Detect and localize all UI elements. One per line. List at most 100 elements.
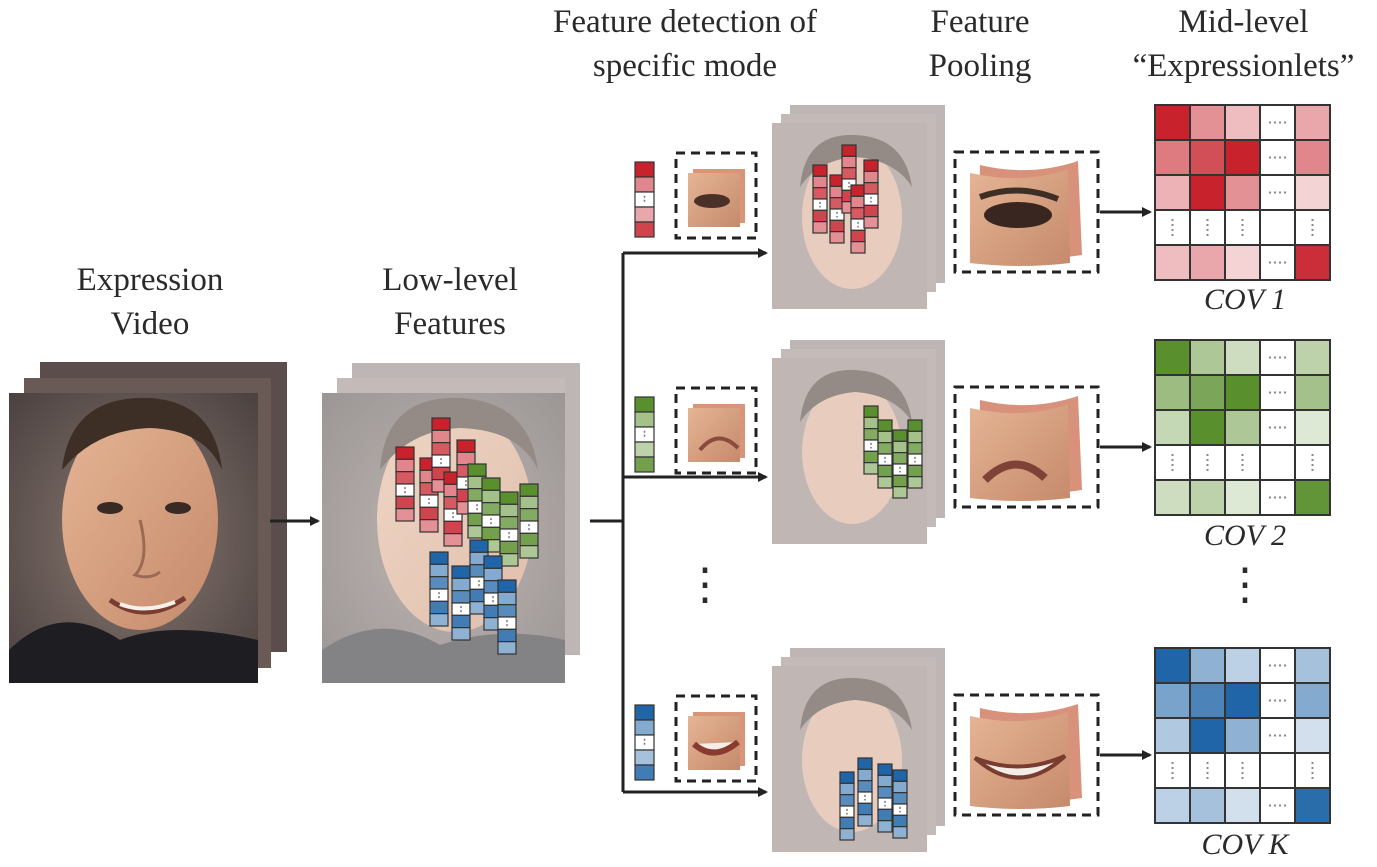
cov-cell [1189, 209, 1226, 246]
patch-nose-shape [698, 436, 740, 452]
cov-cell [1154, 752, 1191, 789]
feature-bar-cell [395, 495, 415, 510]
branch-descriptor-bar [634, 396, 655, 473]
feature-bar-cell [634, 176, 655, 193]
feature-bar-cell [863, 204, 879, 218]
low-level-feature-bar [395, 446, 415, 522]
feature-bar-cell [841, 144, 857, 157]
feature-bar-cell [850, 241, 866, 254]
detection-patch-box [674, 694, 758, 783]
feature-bar-cell [395, 508, 415, 522]
feature-bar-cell [634, 396, 655, 413]
feature-bar-cell [863, 193, 879, 206]
feature-bar-cell [877, 464, 893, 478]
face-hair [800, 677, 912, 730]
feature-bar-cell [857, 768, 873, 782]
cov-cell [1154, 339, 1191, 376]
feature-bar-cell [499, 491, 519, 505]
feature-bar-cell [483, 555, 503, 569]
cov-cell [1189, 787, 1226, 824]
cov-cell [1154, 444, 1191, 481]
feature-bar-cell [863, 439, 879, 452]
cov-cell [1294, 682, 1331, 719]
feature-bar-cell [850, 207, 866, 220]
cov-cell [1224, 244, 1261, 281]
feature-bar-cell [429, 551, 449, 565]
pooling-warp-front [970, 404, 1070, 501]
cov-cell [1294, 139, 1331, 176]
feature-bar-cell [419, 519, 439, 533]
detected-feature-bar [839, 771, 855, 841]
cov-cell [1259, 339, 1296, 376]
feature-bar-cell [863, 450, 879, 464]
feature-bar-cell [499, 528, 519, 542]
feature-bar-cell [519, 545, 539, 559]
cov-label-2: COV 2 [1204, 519, 1286, 552]
pooling-box [953, 385, 1100, 509]
cov-cell [1224, 787, 1261, 824]
feature-bar-cell [634, 456, 655, 473]
detected-feature-bar [850, 184, 866, 254]
feature-bar-cell [812, 198, 828, 211]
feature-bar-cell [634, 411, 655, 428]
detection-patch-nose [688, 404, 745, 462]
feature-bar-cell [907, 453, 923, 466]
detected-feature-bar [812, 164, 828, 234]
feature-bar-cell [907, 430, 923, 444]
cov-cell [1224, 479, 1261, 516]
feature-bar-cell [863, 216, 879, 229]
cov-cell [1189, 479, 1226, 516]
label-feature-detection: Feature detection of specific mode [520, 0, 850, 88]
feature-bar-cell [634, 749, 655, 766]
cov-cell [1294, 444, 1331, 481]
label-expression-video: Expression Video [40, 258, 260, 346]
detected-feature-bar [863, 405, 879, 475]
feature-bar-cell [481, 514, 501, 528]
feature-bar-cell [481, 526, 501, 541]
feature-bar-cell [634, 426, 655, 443]
feature-bar-cell [429, 613, 449, 627]
cov-matrix-2 [1154, 339, 1331, 516]
cov-cell [1189, 682, 1226, 719]
low-level-feature-bar [451, 565, 471, 641]
feature-bar-cell [634, 221, 655, 238]
label-expression-video-line1: Expression [76, 262, 224, 298]
label-mid-level-line2: “Expressionlets” [1132, 48, 1355, 84]
cov-cell [1224, 444, 1261, 481]
cov-cell [1189, 717, 1226, 754]
cov-cell [1189, 139, 1226, 176]
label-mid-level-line1: Mid-level [1178, 4, 1309, 40]
feature-bar-cell [812, 164, 828, 177]
feature-bar-cell [863, 428, 879, 441]
cov-cell [1294, 752, 1331, 789]
cov-cell [1259, 787, 1296, 824]
feature-bar-cell [451, 627, 471, 641]
feature-bar-cell [892, 474, 908, 488]
feature-bar-cell [892, 780, 908, 794]
feature-bar-cell [481, 502, 501, 516]
pooled-brow-shape [978, 187, 1060, 202]
cov-cell [1224, 647, 1261, 684]
cov-cell [1294, 787, 1331, 824]
feature-bar-cell [634, 191, 655, 208]
cov-matrix-3 [1154, 647, 1331, 824]
feature-bar-cell [857, 780, 873, 793]
cov-cell [1259, 409, 1296, 446]
feature-bar-cell [634, 441, 655, 458]
patch-skin [688, 408, 740, 462]
feature-bar-cell [451, 590, 471, 604]
feature-bar-cell [841, 167, 857, 180]
pooled-mouth-shape [973, 754, 1067, 780]
patch-eye-shape [694, 194, 730, 208]
feature-bar-cell [456, 439, 476, 453]
cov-cell [1294, 174, 1331, 211]
detection-patch-mouth [688, 712, 745, 770]
feature-bar-cell [519, 508, 539, 522]
feature-bar-cell [431, 442, 451, 456]
branch-descriptor-bar [634, 704, 655, 781]
feature-bar-cell [877, 786, 893, 799]
label-low-level-features: Low-level Features [340, 258, 560, 346]
cov-matrix-1 [1154, 104, 1331, 281]
pooling-patch-eye [970, 161, 1082, 266]
